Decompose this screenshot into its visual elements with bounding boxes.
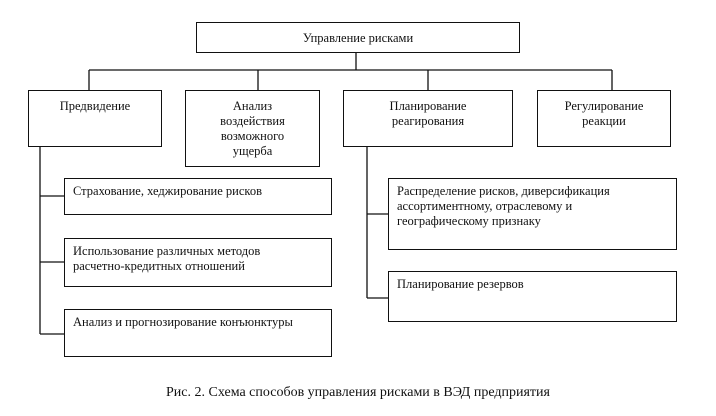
root-node: Управление рисками <box>196 22 520 53</box>
method-label: Распределение рисков, диверсификация асс… <box>397 184 610 228</box>
category-damage-analysis: Анализ воздействия возможного ущерба <box>185 90 320 167</box>
method-insurance-hedging: Страхование, хеджирование рисков <box>64 178 332 215</box>
method-label: Планирование резервов <box>397 277 524 291</box>
category-label: Предвидение <box>59 99 131 113</box>
category-reaction-regulation: Регулирование реакции <box>537 90 671 147</box>
category-forecasting: Предвидение <box>28 90 162 147</box>
root-label: Управление рисками <box>302 31 414 45</box>
category-label: Регулирование реакции <box>564 99 644 128</box>
figure-caption: Рис. 2. Схема способов управления рискам… <box>166 385 550 400</box>
method-settlement-credit: Использование различных методов расчетно… <box>64 238 332 287</box>
method-reserve-planning: Планирование резервов <box>388 271 677 322</box>
method-label: Использование различных методов расчетно… <box>73 244 261 273</box>
method-label: Страхование, хеджирование рисков <box>73 184 262 198</box>
method-label: Анализ и прогнозирование конъюнктуры <box>73 315 293 329</box>
category-response-planning: Планирование реагирования <box>343 90 513 147</box>
category-label: Планирование реагирования <box>389 99 467 128</box>
method-market-analysis: Анализ и прогнозирование конъюнктуры <box>64 309 332 357</box>
category-label: Анализ воздействия возможного ущерба <box>220 99 285 158</box>
method-risk-distribution: Распределение рисков, диверсификация асс… <box>388 178 677 250</box>
